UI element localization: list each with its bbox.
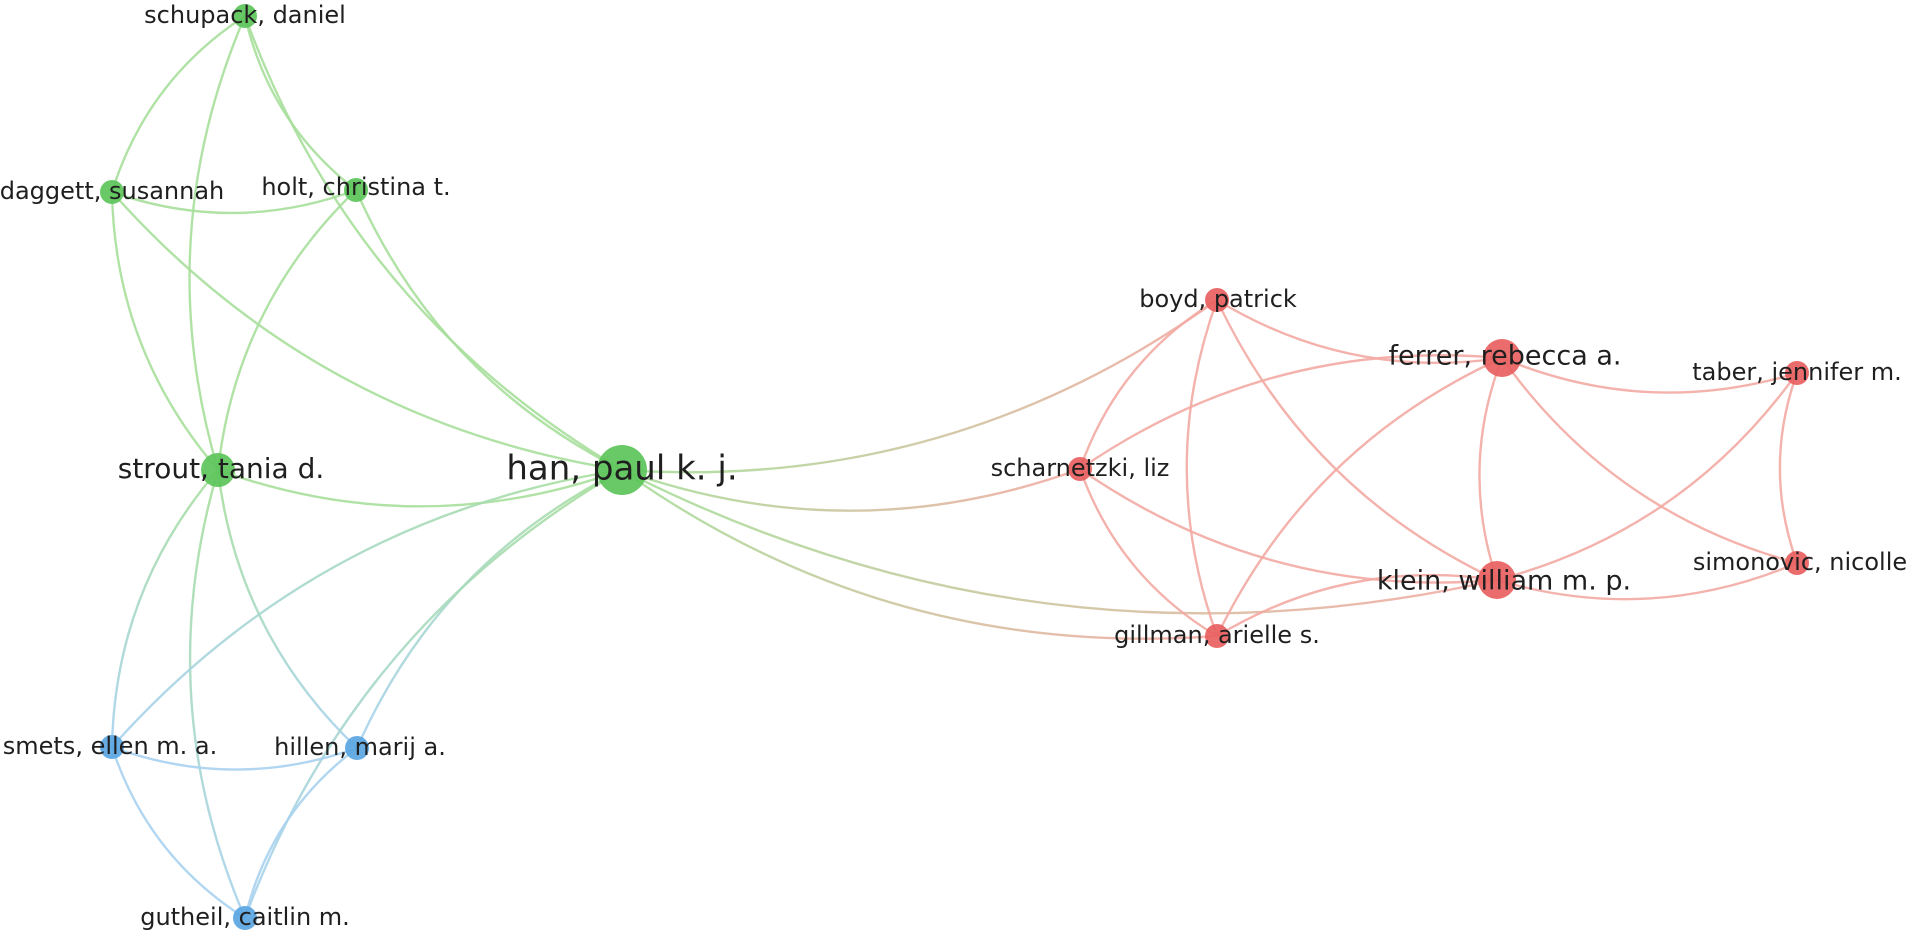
edge-ferrer-taber <box>1500 356 1799 394</box>
node-smets[interactable] <box>100 735 124 759</box>
node-gutheil[interactable] <box>233 906 257 930</box>
edge-strout-han <box>216 468 624 508</box>
edge-smets-hillen <box>110 745 359 771</box>
edge-boyd-ferrer <box>1215 298 1504 365</box>
edge-schupack-han <box>243 14 624 472</box>
node-strout[interactable] <box>201 453 235 487</box>
edge-holt-han <box>354 188 624 472</box>
node-label-taber: taber, jennifer m. <box>1692 358 1901 386</box>
edge-han-smets <box>110 468 624 749</box>
edge-schupack-daggett <box>110 14 247 194</box>
edge-han-boyd <box>620 298 1219 474</box>
edge-schupack-holt <box>243 14 358 192</box>
node-label-schupack: schupack, daniel <box>144 1 346 29</box>
node-simonovic[interactable] <box>1785 551 1809 575</box>
node-holt[interactable] <box>344 178 368 202</box>
node-label-klein: klein, william m. p. <box>1377 566 1631 597</box>
edge-han-scharnetzki <box>620 467 1082 512</box>
edge-ferrer-scharnetzki <box>1078 354 1504 471</box>
edge-hillen-gutheil <box>243 746 359 920</box>
edge-boyd-gillman <box>1185 298 1219 638</box>
node-label-strout: strout, tania d. <box>118 452 325 485</box>
node-label-hillen: hillen, marij a. <box>274 733 446 761</box>
edge-taber-simonovic <box>1778 371 1799 565</box>
edge-daggett-holt <box>110 188 358 215</box>
edge-scharnetzki-klein <box>1078 467 1499 584</box>
edge-ferrer-klein <box>1478 356 1504 582</box>
node-label-smets: smets, ellen m. a. <box>3 732 218 760</box>
edge-klein-gillman <box>1215 573 1499 638</box>
nodes-layer <box>100 4 1809 930</box>
edge-ferrer-gillman <box>1215 356 1504 638</box>
node-label-han: han, paul k. j. <box>506 449 737 489</box>
node-klein[interactable] <box>1478 561 1516 599</box>
node-label-simonovic: simonovic, nicolle <box>1693 548 1907 576</box>
node-gillman[interactable] <box>1205 624 1229 648</box>
edge-boyd-scharnetzki <box>1078 298 1219 471</box>
edge-strout-gutheil <box>188 468 247 920</box>
edge-klein-taber <box>1495 371 1799 582</box>
edge-klein-simonovic <box>1495 561 1799 601</box>
node-hillen[interactable] <box>345 736 369 760</box>
edges-layer <box>110 14 1799 920</box>
edge-daggett-han <box>110 190 624 472</box>
edge-han-hillen <box>355 468 624 750</box>
node-scharnetzki[interactable] <box>1068 457 1092 481</box>
node-label-scharnetzki: scharnetzki, liz <box>991 454 1170 482</box>
node-label-boyd: boyd, patrick <box>1139 285 1297 313</box>
node-label-ferrer: ferrer, rebecca a. <box>1389 341 1622 372</box>
node-ferrer[interactable] <box>1483 339 1521 377</box>
node-schupack[interactable] <box>233 4 257 28</box>
node-boyd[interactable] <box>1205 288 1229 312</box>
edge-schupack-strout <box>188 14 247 472</box>
edge-han-klein <box>620 468 1499 615</box>
edge-holt-strout <box>216 188 358 472</box>
edge-boyd-klein <box>1215 298 1499 582</box>
node-label-holt: holt, christina t. <box>261 173 450 201</box>
edge-scharnetzki-gillman <box>1078 467 1219 638</box>
edge-ferrer-simonovic <box>1500 356 1799 565</box>
node-label-gillman: gillman, arielle s. <box>1114 621 1320 649</box>
edge-strout-hillen <box>216 468 359 750</box>
node-daggett[interactable] <box>100 180 124 204</box>
edge-strout-smets <box>110 468 220 749</box>
node-han[interactable] <box>597 445 647 495</box>
node-taber[interactable] <box>1785 361 1809 385</box>
edge-han-gutheil <box>243 468 624 920</box>
edge-smets-gutheil <box>110 745 247 920</box>
node-label-daggett: daggett, susannah <box>0 177 224 205</box>
edge-daggett-strout <box>110 190 220 472</box>
edge-han-gillman <box>620 468 1219 640</box>
node-label-gutheil: gutheil, caitlin m. <box>140 903 350 931</box>
